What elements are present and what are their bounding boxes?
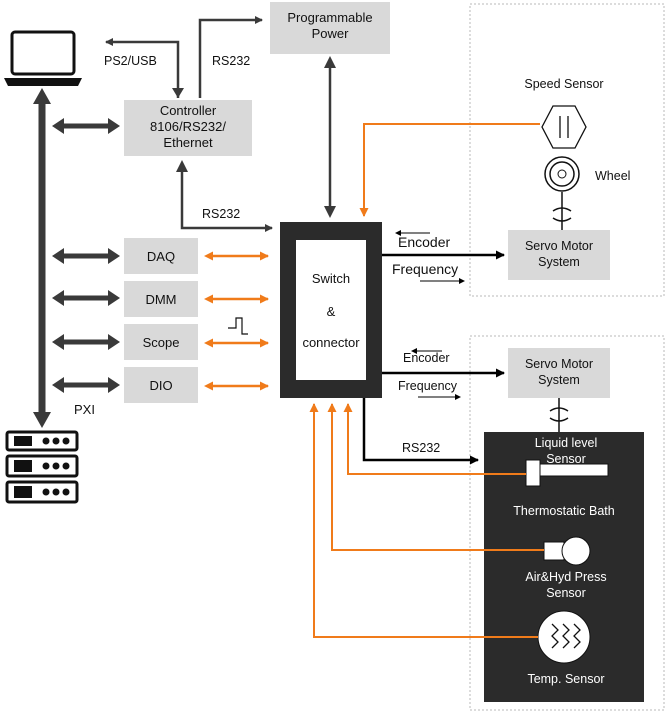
scope-label: Scope: [143, 335, 180, 350]
dio-label: DIO: [149, 378, 172, 393]
programmable-power-label-2: Power: [312, 26, 350, 41]
dmm-label: DMM: [145, 292, 176, 307]
servo-system-frame-1: [469, 3, 665, 297]
liquid-level-label-2: Sensor: [546, 452, 586, 466]
pxi-bus-arrow-top: [33, 88, 51, 104]
thermostatic-bath-label: Thermostatic Bath: [513, 504, 614, 518]
dmm-box: [124, 281, 198, 317]
wheel-icon: [544, 156, 580, 192]
laptop-icon: [4, 30, 82, 86]
wheel-label: Wheel: [595, 169, 630, 183]
bus-branch-dio: [52, 377, 120, 393]
programmable-power-label-1: Programmable: [287, 10, 372, 25]
switch-connector-inner: [296, 240, 366, 380]
liquid-level-label-1: Liquid level: [535, 436, 598, 450]
air-hyd-label-2: Sensor: [546, 586, 586, 600]
air-hyd-signal-arrow: [327, 403, 544, 551]
speed-sensor-label: Speed Sensor: [524, 77, 603, 91]
temp-sensor-signal-arrow: [309, 403, 538, 638]
servo-motor-box-1: [508, 230, 610, 280]
encoder1-label: Encoder: [398, 234, 450, 250]
servo-system-frame-2: [469, 335, 665, 711]
pxi-bus-arrow-bottom: [33, 412, 51, 428]
liquid-level-signal-arrow: [343, 403, 526, 475]
coupler-icon-2: [549, 398, 569, 432]
encoder2-label: Encoder: [403, 351, 450, 365]
speed-sensor-signal-arrow: [359, 123, 540, 217]
square-wave-icon: [228, 317, 248, 335]
temp-sensor-label: Temp. Sensor: [527, 672, 604, 686]
rs232-mid-label: RS232: [202, 207, 240, 221]
programmable-power-box: [270, 2, 390, 54]
rs232-bath-arrow: [362, 398, 479, 465]
controller-label-2: 8106/RS232/: [150, 119, 226, 134]
servo-motor-box-2: [508, 348, 610, 398]
switch-label-2: &: [327, 304, 336, 319]
scope-box: [124, 324, 198, 360]
daq-label: DAQ: [147, 249, 175, 264]
liquid-level-sensor-icon: [525, 459, 609, 487]
rs232-bottom-label: RS232: [402, 441, 440, 455]
coupler-icon-1: [552, 192, 572, 230]
rs232-power-arrow: [198, 16, 263, 98]
dio-box: [124, 367, 198, 403]
daq-box: [124, 238, 198, 274]
frequency2-label: Frequency: [398, 379, 458, 393]
ps2-usb-arrow: [105, 38, 180, 98]
bus-branch-daq: [52, 248, 120, 264]
controller-label-3: Ethernet: [163, 135, 213, 150]
bus-branch-scope: [52, 334, 120, 350]
servo2-label-1: Servo Motor: [525, 357, 593, 371]
temp-sensor-icon: [537, 610, 591, 664]
servo1-label-1: Servo Motor: [525, 239, 593, 253]
speed-sensor-icon: [541, 105, 587, 149]
servo2-label-2: System: [538, 373, 580, 387]
switch-label-3: connector: [302, 335, 360, 350]
rs232-switch-arrow: [180, 168, 273, 232]
bus-branch-dmm: [52, 290, 120, 306]
controller-box: [124, 100, 252, 156]
pxi-label: PXI: [74, 402, 95, 417]
bus-branch-controller: [52, 118, 120, 134]
frequency1-label: Frequency: [392, 261, 458, 277]
rs232-top-label: RS232: [212, 54, 250, 68]
servo1-label-2: System: [538, 255, 580, 269]
switch-label-1: Switch: [312, 271, 350, 286]
air-hyd-label-1: Air&Hyd Press: [525, 570, 606, 584]
controller-label-1: Controller: [160, 103, 217, 118]
server-rack-icon: [5, 430, 79, 504]
ps2-usb-label: PS2/USB: [104, 54, 157, 68]
